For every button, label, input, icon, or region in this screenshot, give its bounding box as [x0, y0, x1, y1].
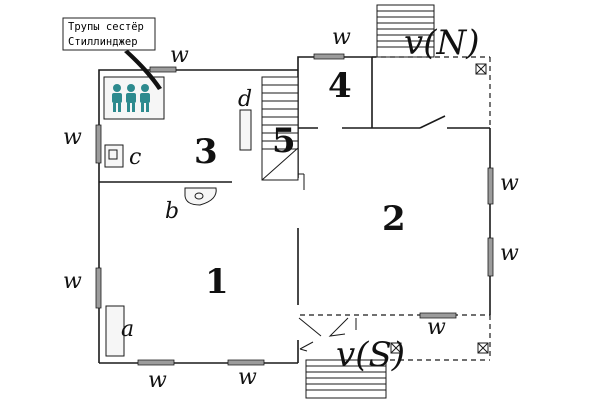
- window-label-bottom-left: w: [148, 368, 167, 393]
- window-left-lower: [96, 268, 101, 308]
- room-number-1: 1: [205, 262, 229, 302]
- interior-walls: [99, 116, 490, 363]
- room-number-5: 5: [272, 121, 296, 161]
- vent-label-south: v(S): [336, 335, 405, 375]
- furniture-c: [105, 145, 123, 167]
- caption-line-2: Стиллинджер: [68, 36, 138, 48]
- window-label-top-left: w: [170, 43, 189, 68]
- label-d: d: [238, 87, 252, 112]
- room-number-4: 4: [328, 66, 352, 106]
- label-c: c: [129, 145, 141, 170]
- vent-corner-crossed-square-icon: [478, 343, 488, 353]
- window-label-bottom-right: w: [427, 315, 446, 340]
- furniture-a: [106, 306, 124, 356]
- window-top-left: [150, 67, 176, 72]
- window-right-lower: [488, 238, 493, 276]
- vent-south-crossed-square-icon: [391, 343, 401, 353]
- window-label-north: w: [332, 25, 351, 50]
- furniture-d: [240, 110, 251, 150]
- window-bottom-left: [138, 360, 174, 365]
- window-bottom-right: [420, 313, 456, 318]
- window-bottom-mid: [228, 360, 264, 365]
- label-a: a: [121, 317, 134, 342]
- bodies-caption: Трупы сестёр Стиллинджер: [63, 18, 162, 90]
- furniture-b: [185, 188, 216, 205]
- bodies-marker: [112, 84, 150, 112]
- windows: [96, 54, 493, 365]
- room-number-3: 3: [194, 132, 218, 172]
- window-label-left-lower: w: [63, 269, 82, 294]
- room-number-2: 2: [382, 199, 406, 239]
- vent-label-north: v(N): [404, 23, 480, 63]
- window-north-room4: [314, 54, 344, 59]
- window-label-bottom-mid: w: [238, 365, 257, 390]
- window-label-right-upper: w: [500, 171, 519, 196]
- north-entry-stairs: [377, 5, 434, 57]
- caption-line-1: Трупы сестёр: [68, 21, 144, 33]
- window-label-right-lower: w: [500, 241, 519, 266]
- window-label-left-upper: w: [63, 125, 82, 150]
- exterior-walls: [99, 57, 490, 363]
- window-right-upper: [488, 168, 493, 204]
- vent-north-crossed-square-icon: [476, 64, 486, 74]
- south-entry-stairs: [306, 360, 386, 398]
- label-b: b: [165, 199, 179, 224]
- window-left-upper: [96, 125, 101, 163]
- caption-pointer: [124, 50, 162, 90]
- interior-staircase: [262, 77, 304, 190]
